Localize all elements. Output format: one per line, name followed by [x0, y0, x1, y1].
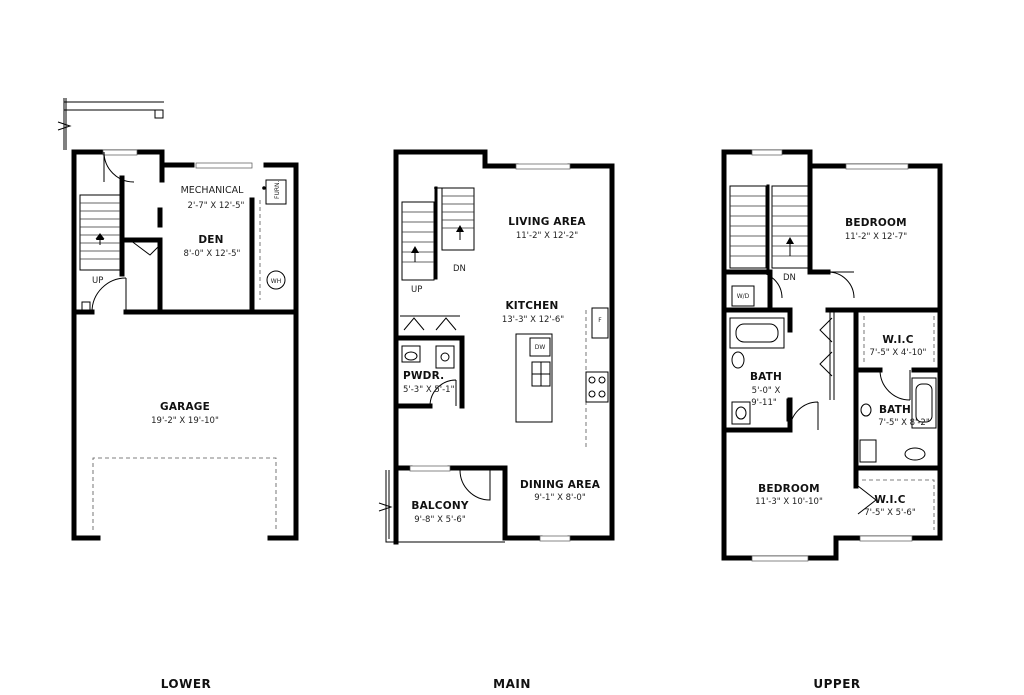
bedroom2-dim: 11'-3" X 10'-10" [755, 497, 823, 507]
bath2-dim: 7'-5" X 8'-2" [878, 418, 930, 428]
upper-floor: W/D DN BEDROOM 11'-2" X 12'-7" W.I.C 7'-… [721, 149, 943, 562]
dining-name: DINING AREA [520, 479, 601, 491]
stairs-main [401, 186, 475, 281]
stairs-up-label: UP [92, 276, 103, 286]
bedroom1-name: BEDROOM [845, 217, 907, 229]
upper-dn-label: DN [783, 273, 796, 283]
pwdr-dim: 5'-3" X 5'-1" [403, 385, 455, 395]
balcony-name: BALCONY [411, 500, 468, 512]
wic2-name: W.I.C [874, 494, 905, 506]
garage-name: GARAGE [160, 401, 210, 413]
stairs-upper [729, 184, 809, 270]
mechanical-name: MECHANICAL [181, 185, 245, 196]
dishwasher-tag: DW [535, 344, 546, 351]
porch [57, 98, 164, 150]
den-dim: 8'-0" X 12'-5" [184, 249, 241, 259]
main-up-label: UP [411, 285, 422, 295]
bath2-name: BATH [879, 404, 911, 416]
floor-label-upper: UPPER [813, 677, 860, 691]
pwdr-name: PWDR. [403, 370, 444, 382]
bath1-name: BATH [750, 371, 782, 383]
furnace-tag: FURN. [274, 181, 281, 200]
wic1-dim: 7'-5" X 4'-10" [870, 348, 927, 358]
stairs-up-lower [79, 194, 121, 271]
washer-dryer-tag: W/D [737, 293, 750, 300]
garage-dim: 19'-2" X 19'-10" [151, 416, 219, 426]
water-heater-tag: WH [271, 278, 281, 285]
fridge-tag: F [598, 317, 602, 324]
balcony-dim: 9'-8" X 5'-6" [414, 515, 466, 525]
wic1-name: W.I.C [882, 334, 913, 346]
den-name: DEN [198, 234, 223, 246]
dining-dim: 9'-1" X 8'-0" [534, 493, 586, 503]
lower-floor: FURN. WH UP MECHANICAL 2'-7" X 12'-5" DE… [57, 98, 299, 541]
bath1-dim-line1: 5'-0" X [752, 386, 781, 396]
main-floor: UP DN DW F LIVING AREA 11'-2" X 12'-2" K… [378, 149, 615, 545]
mechanical-dim: 2'-7" X 12'-5" [188, 201, 245, 211]
bedroom1-dim: 11'-2" X 12'-7" [845, 232, 907, 242]
wic2-dim: 7'-5" X 5'-6" [864, 508, 916, 518]
bedroom2-name: BEDROOM [758, 483, 820, 495]
floor-label-main: MAIN [493, 677, 531, 691]
living-dim: 11'-2" X 12'-2" [516, 231, 578, 241]
kitchen-dim: 13'-3" X 12'-6" [502, 315, 564, 325]
kitchen-name: KITCHEN [505, 300, 558, 312]
main-dn-label: DN [453, 264, 466, 274]
floor-label-lower: LOWER [161, 677, 212, 691]
living-name: LIVING AREA [508, 216, 586, 228]
bath1-dim-line2: 9'-11" [751, 398, 777, 408]
